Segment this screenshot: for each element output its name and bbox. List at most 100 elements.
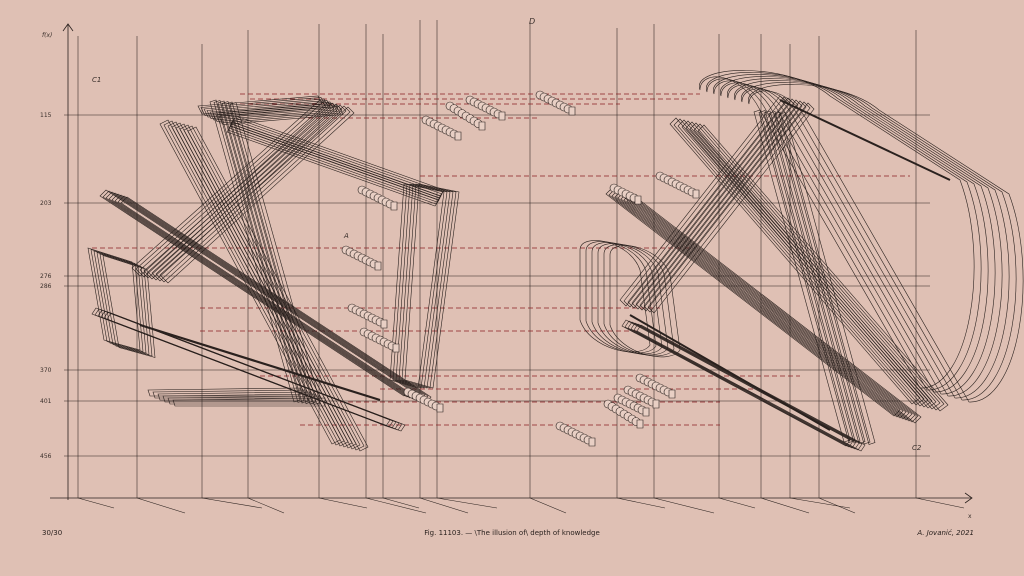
grid-foot-line: [760, 497, 810, 514]
ribbon-contour: [218, 106, 344, 125]
ribbon-contour: [603, 244, 675, 357]
ribbon-contour: [217, 100, 309, 404]
ribbon-contour: [643, 101, 811, 313]
ribbon-contour: [212, 103, 338, 122]
ribbon-contour: [614, 190, 910, 420]
ribbon-contour: [103, 311, 403, 431]
bead-cap: [634, 195, 642, 205]
ribbon-contour: [647, 102, 815, 314]
y-tick-label: 115: [40, 112, 52, 119]
ribbon-contour: [179, 124, 361, 450]
ribbon-contour: [748, 84, 1024, 403]
ribbon-contour: [699, 70, 975, 389]
ribbon-contour: [636, 324, 866, 452]
grid-foot-line: [365, 497, 427, 514]
y-axis-label: f(x): [42, 32, 52, 39]
ribbon-contour: [631, 98, 799, 310]
ribbon-contour: [93, 250, 147, 354]
grid-foot-line: [436, 497, 498, 509]
ribbon-contour: [621, 319, 851, 447]
annotation-a: A: [343, 232, 349, 240]
bead-cap: [392, 343, 400, 353]
grid-foot-line: [77, 497, 115, 509]
ribbon-forms: [87, 70, 1024, 452]
author-credit: A. Jovanić, 2021: [917, 529, 974, 537]
ribbon-contour: [215, 104, 341, 124]
bead-cap: [588, 437, 596, 447]
grid-foot-line: [318, 497, 368, 509]
annotation-c2: C2: [912, 444, 922, 452]
ribbon-contour: [773, 111, 871, 445]
ribbon-contour: [608, 188, 904, 418]
figure-caption: Fig. 11103. — \The illusion of\ depth of…: [424, 529, 600, 537]
ribbon-contour: [639, 100, 807, 312]
grid-foot-line: [529, 497, 567, 514]
grid-foot-line: [789, 497, 851, 509]
grid-foot-line: [915, 497, 965, 509]
grid-foot-line: [653, 497, 715, 514]
ribbon-contour: [197, 95, 323, 115]
y-tick-label: 370: [40, 367, 52, 374]
bead-chains: [341, 90, 700, 447]
ribbon-contour: [225, 101, 317, 405]
ribbon-contour: [398, 183, 454, 389]
bead-cap: [692, 189, 700, 199]
ribbon-contour: [90, 249, 144, 352]
y-tick-label: 276: [40, 273, 52, 280]
grid-foot-line: [136, 497, 186, 514]
ribbon-contour: [99, 189, 411, 397]
ribbon-contour: [91, 307, 391, 427]
bead-cap: [652, 399, 660, 409]
ribbon-contour: [778, 112, 876, 445]
y-tick-label: 401: [40, 398, 52, 405]
y-tick-label: 286: [40, 283, 52, 290]
bead-cap: [390, 201, 398, 211]
ribbon-contour: [753, 109, 851, 443]
ribbon-contour: [151, 104, 347, 282]
ribbon-contour: [706, 72, 982, 391]
ribbon-contour: [697, 124, 949, 412]
ribbon-contour: [633, 323, 863, 451]
ribbon-contour: [713, 74, 989, 393]
annotation-c1: C1: [92, 76, 101, 84]
ribbon-contour: [187, 126, 369, 452]
ribbon-contour: [597, 243, 669, 356]
ribbon-contour: [200, 97, 326, 116]
ribbon-contour: [96, 252, 150, 355]
x-axis-label: x: [968, 513, 972, 520]
ribbon-contour: [734, 80, 1010, 399]
ribbon-contour: [105, 191, 417, 399]
grid-foot-line: [201, 497, 263, 509]
ribbon-contour: [401, 183, 457, 389]
ribbon-contour: [135, 100, 331, 278]
ribbon-dark-edge: [629, 314, 831, 431]
ribbon-contour: [392, 183, 448, 389]
ribbon-contour: [99, 253, 153, 357]
ribbon-contour: [693, 123, 945, 411]
ribbon-contour: [108, 192, 420, 400]
ribbon-contour: [229, 102, 321, 405]
grid-foot-line: [247, 497, 285, 514]
bead-cap: [568, 106, 576, 116]
ribbon-contour: [155, 105, 351, 283]
bead-cap: [478, 121, 486, 131]
axes: [50, 23, 973, 504]
bead-cap: [380, 319, 388, 329]
bead-cap: [668, 389, 676, 399]
ribbon-contour: [395, 183, 451, 389]
bead-cap: [454, 131, 462, 141]
ribbon-contour: [213, 100, 305, 403]
grid-foot-line: [718, 497, 756, 509]
ribbon-contour: [720, 76, 996, 395]
top-label: D: [529, 17, 535, 26]
grid-foot-line: [419, 497, 469, 514]
ribbon-contour: [627, 97, 795, 309]
ribbon-contour: [157, 391, 311, 401]
ribbon-contour: [609, 245, 681, 358]
bead-cap: [636, 419, 644, 429]
ribbon-contour: [605, 187, 901, 417]
ribbon-contour: [102, 255, 156, 358]
ribbon-contour: [579, 240, 651, 353]
ribbon-contour: [763, 110, 861, 444]
